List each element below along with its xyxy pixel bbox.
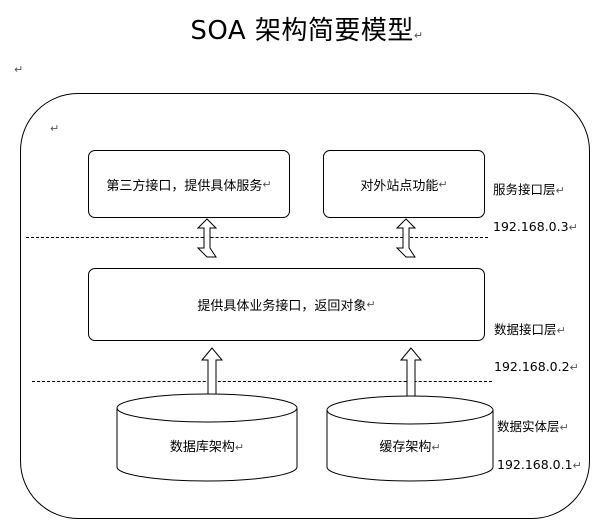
business-interface-label: 提供具体业务接口，返回对象 xyxy=(197,299,367,314)
paragraph-mark-icon: ↵ xyxy=(569,361,579,374)
ip-1-label: 192.168.0.1 xyxy=(497,457,573,472)
diagram-title: SOA 架构简要模型↵ xyxy=(0,10,614,47)
outer-frame xyxy=(20,93,590,519)
separator-line-data xyxy=(32,381,492,382)
business-interface-box: 提供具体业务接口，返回对象↵ xyxy=(88,268,485,341)
external-site-label: 对外站点功能 xyxy=(360,178,439,194)
paragraph-mark-icon: ↵ xyxy=(50,122,60,135)
ip-2-label-wrap: 192.168.0.2↵ xyxy=(494,359,579,374)
ip-3-label-wrap: 192.168.0.3↵ xyxy=(493,219,578,234)
title-text: SOA 架构简要模型 xyxy=(190,16,414,46)
paragraph-mark-icon: ↵ xyxy=(555,184,565,197)
external-site-box: 对外站点功能↵ xyxy=(323,150,485,218)
ip-1-label-wrap: 192.168.0.1↵ xyxy=(497,457,582,472)
paragraph-mark-icon: ↵ xyxy=(366,298,376,311)
database-label: 数据库架构 xyxy=(169,440,235,455)
double-arrow-icon xyxy=(395,218,417,258)
separator-line-service xyxy=(26,237,488,238)
paragraph-mark-icon: ↵ xyxy=(431,441,441,454)
paragraph-mark-icon: ↵ xyxy=(262,177,272,191)
paragraph-mark-icon: ↵ xyxy=(234,441,245,454)
ip-3-label: 192.168.0.3 xyxy=(493,219,569,234)
data-interface-layer-label: 数据接口层 xyxy=(494,322,557,337)
third-party-interface-box: 第三方接口，提供具体服务↵ xyxy=(88,150,290,218)
service-layer-label-wrap: 服务接口层↵ xyxy=(493,179,565,198)
paragraph-mark-icon: ↵ xyxy=(413,29,424,42)
cache-cylinder xyxy=(326,395,494,482)
database-cylinder xyxy=(116,393,298,482)
paragraph-mark-icon: ↵ xyxy=(556,324,566,337)
paragraph-mark-icon: ↵ xyxy=(438,177,448,191)
cache-label: 缓存架构 xyxy=(379,440,432,455)
paragraph-mark-icon: ↵ xyxy=(559,421,569,434)
data-entity-layer-label-wrap: 数据实体层↵ xyxy=(497,416,569,435)
service-layer-label: 服务接口层 xyxy=(493,182,556,197)
cache-label-wrap: 缓存架构↵ xyxy=(327,436,493,455)
ip-2-label: 192.168.0.2 xyxy=(494,359,570,374)
data-entity-layer-label: 数据实体层 xyxy=(497,419,560,434)
paragraph-mark-icon: ↵ xyxy=(568,221,578,234)
database-label-wrap: 数据库架构↵ xyxy=(117,436,297,455)
double-arrow-icon xyxy=(196,218,218,258)
third-party-interface-label: 第三方接口，提供具体服务 xyxy=(106,178,263,194)
paragraph-mark-icon: ↵ xyxy=(14,63,24,76)
paragraph-mark-icon: ↵ xyxy=(572,459,582,472)
data-interface-layer-label-wrap: 数据接口层↵ xyxy=(494,319,566,338)
